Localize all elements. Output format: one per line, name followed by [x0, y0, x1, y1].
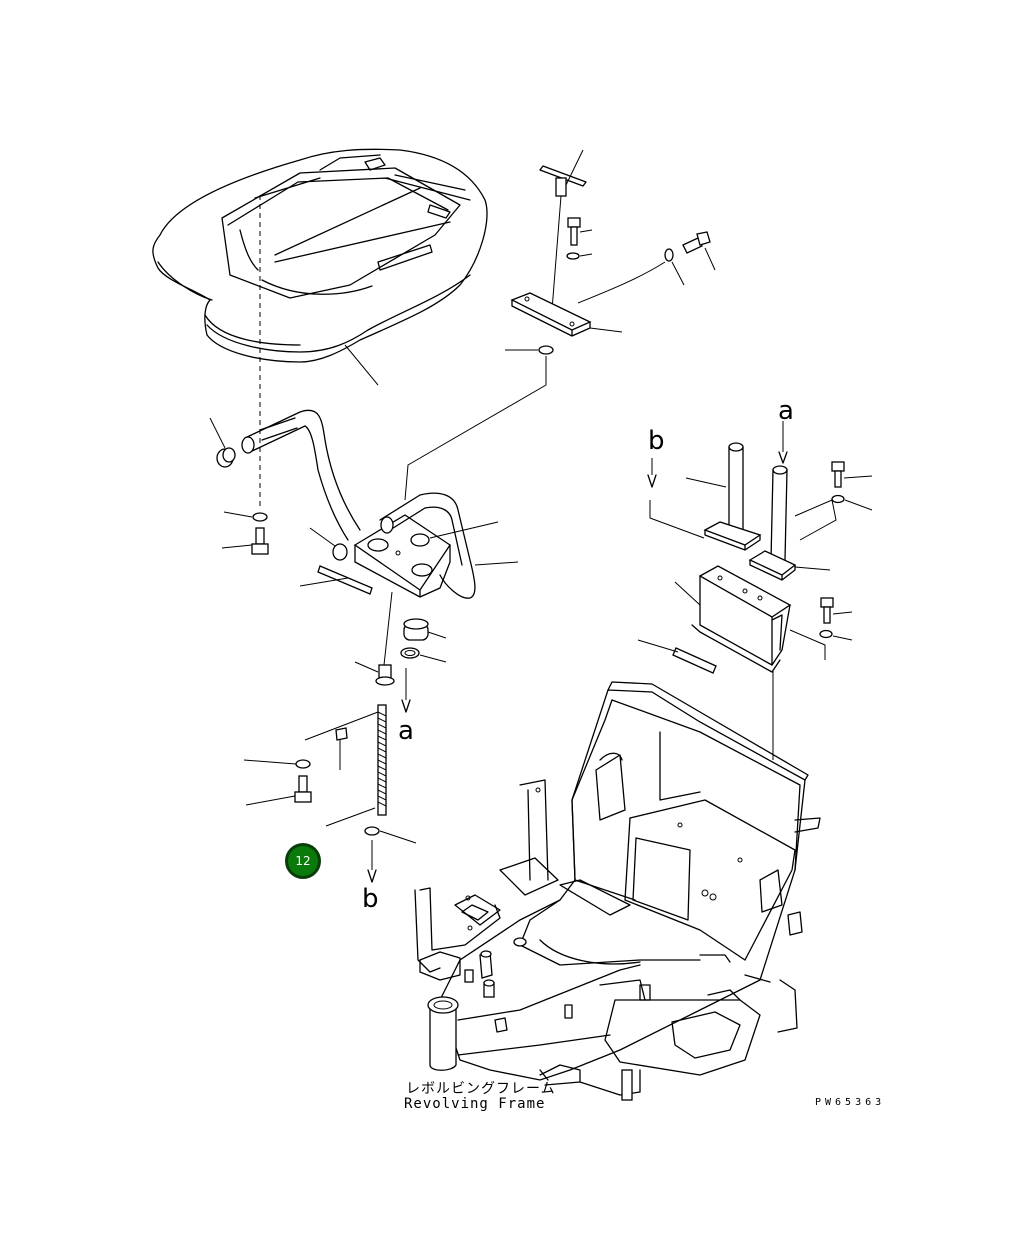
washer-bolt-left	[221, 511, 269, 555]
bolts-right-mid	[789, 597, 853, 660]
leader-seat	[344, 344, 379, 386]
routing-line	[404, 356, 547, 501]
washer-bolt-lower	[243, 759, 312, 806]
threaded-rod	[325, 704, 387, 827]
nut-collar	[354, 661, 395, 686]
letter-a-center: a	[398, 716, 414, 746]
leader-rod	[304, 711, 379, 741]
bolts-right-top	[794, 461, 873, 541]
bolt-upper	[566, 217, 593, 260]
washer-bottom	[364, 826, 417, 883]
washer-mid	[538, 345, 554, 355]
callout-label: 12	[295, 854, 311, 868]
frame-label-jp: レボルビングフレーム	[406, 1081, 556, 1097]
arrow-b-right	[647, 421, 788, 539]
letter-b-center: b	[362, 884, 379, 914]
cap-small	[309, 527, 348, 561]
seat-bracket-block	[353, 492, 519, 599]
bolt-angled	[664, 231, 716, 286]
t-handle	[539, 149, 587, 311]
pin-flat-right	[637, 639, 717, 674]
revolving-frame	[414, 681, 821, 1101]
part-callout-button[interactable]: 12	[285, 843, 321, 879]
letter-a-right: a	[778, 396, 794, 426]
letter-b-right: b	[648, 426, 665, 456]
mount-bracket	[674, 565, 792, 673]
rod-line	[383, 591, 393, 666]
seat-posts	[685, 442, 831, 581]
seat-cushion	[152, 148, 488, 363]
cap-left	[209, 417, 236, 468]
bracket-plate	[510, 261, 666, 337]
seat-support-tube	[241, 409, 361, 541]
pin-small	[335, 727, 348, 770]
frame-label-en: Revolving Frame	[404, 1096, 546, 1112]
pin-flat	[299, 565, 373, 595]
drawing-number: PW65363	[815, 1097, 886, 1108]
bushing	[400, 618, 447, 713]
